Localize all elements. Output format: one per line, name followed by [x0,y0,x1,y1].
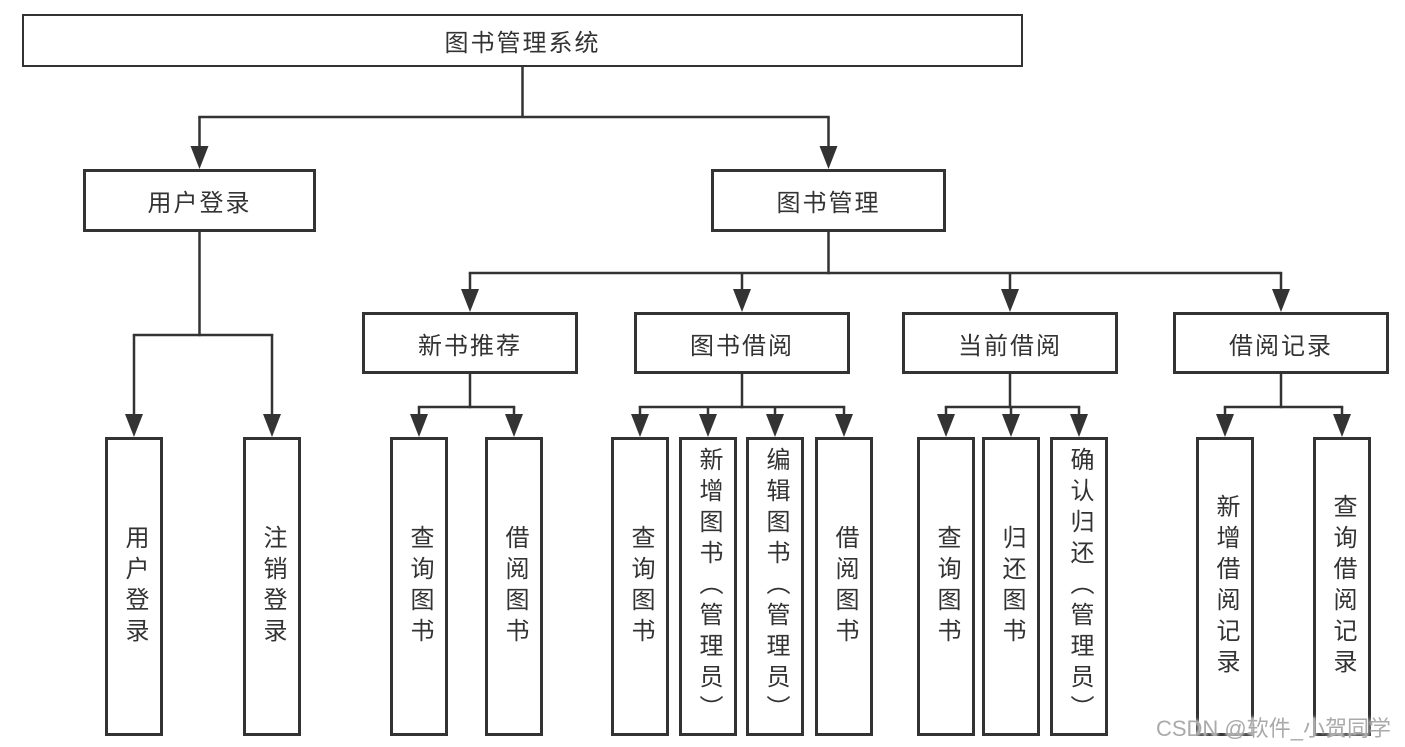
leaf-label: 查询图书 [406,524,433,649]
node-book-borrowing: 图书借阅 [634,312,850,374]
leaf-label: 注销登录 [259,524,286,649]
edge-user-login-to-leaves [125,232,281,437]
leaf-edit-books-admin: 编辑图书（管理员） [746,437,804,736]
node-new-book-recommend: 新书推荐 [362,312,578,374]
leaf-label: 查询图书 [627,524,654,649]
node-root: 图书管理系统 [22,14,1023,67]
leaf-label: 编辑图书（管理员） [762,447,789,726]
edge-current-borrowing-to-leaves [937,374,1088,437]
node-current-borrowing: 当前借阅 [902,312,1118,374]
node-user-login: 用户登录 [83,169,316,232]
leaf-return-books: 归还图书 [982,437,1040,736]
edge-new-book-recommend-to-leaves [410,374,523,437]
leaf-query-books-recommend: 查询图书 [390,437,448,736]
leaf-confirm-return-admin: 确认归还（管理员） [1050,437,1108,736]
leaf-label: 用户登录 [121,524,148,649]
leaf-label: 查询图书 [933,524,960,649]
leaf-query-borrow-record: 查询借阅记录 [1313,437,1371,736]
leaf-label: 新增图书（管理员） [695,447,722,726]
leaf-label: 确认归还（管理员） [1066,447,1093,726]
leaf-user-login: 用户登录 [105,437,163,736]
leaf-label: 借阅图书 [501,524,528,649]
csdn-watermark: CSDN @软件_小贺同学 [1155,716,1391,741]
leaf-logout: 注销登录 [243,437,301,736]
node-borrow-records: 借阅记录 [1173,312,1389,374]
leaf-query-books-borrowing: 查询图书 [611,437,669,736]
leaf-label: 新增借阅记录 [1212,493,1239,680]
leaf-query-books-current: 查询图书 [917,437,975,736]
leaf-borrow-books-recommend: 借阅图书 [485,437,543,736]
leaf-add-books-admin: 新增图书（管理员） [679,437,737,736]
node-book-management: 图书管理 [711,169,946,232]
edge-book-borrowing-to-leaves [631,374,853,437]
edge-borrow-records-to-leaves [1216,374,1351,437]
leaf-label: 归还图书 [998,524,1025,649]
edge-book-management-to-level3 [461,232,1290,312]
leaf-label: 借阅图书 [831,524,858,649]
leaf-label: 查询借阅记录 [1329,493,1356,680]
edge-root-to-level2 [190,67,838,169]
leaf-borrow-books-borrowing: 借阅图书 [815,437,873,736]
leaf-add-borrow-record: 新增借阅记录 [1196,437,1254,736]
